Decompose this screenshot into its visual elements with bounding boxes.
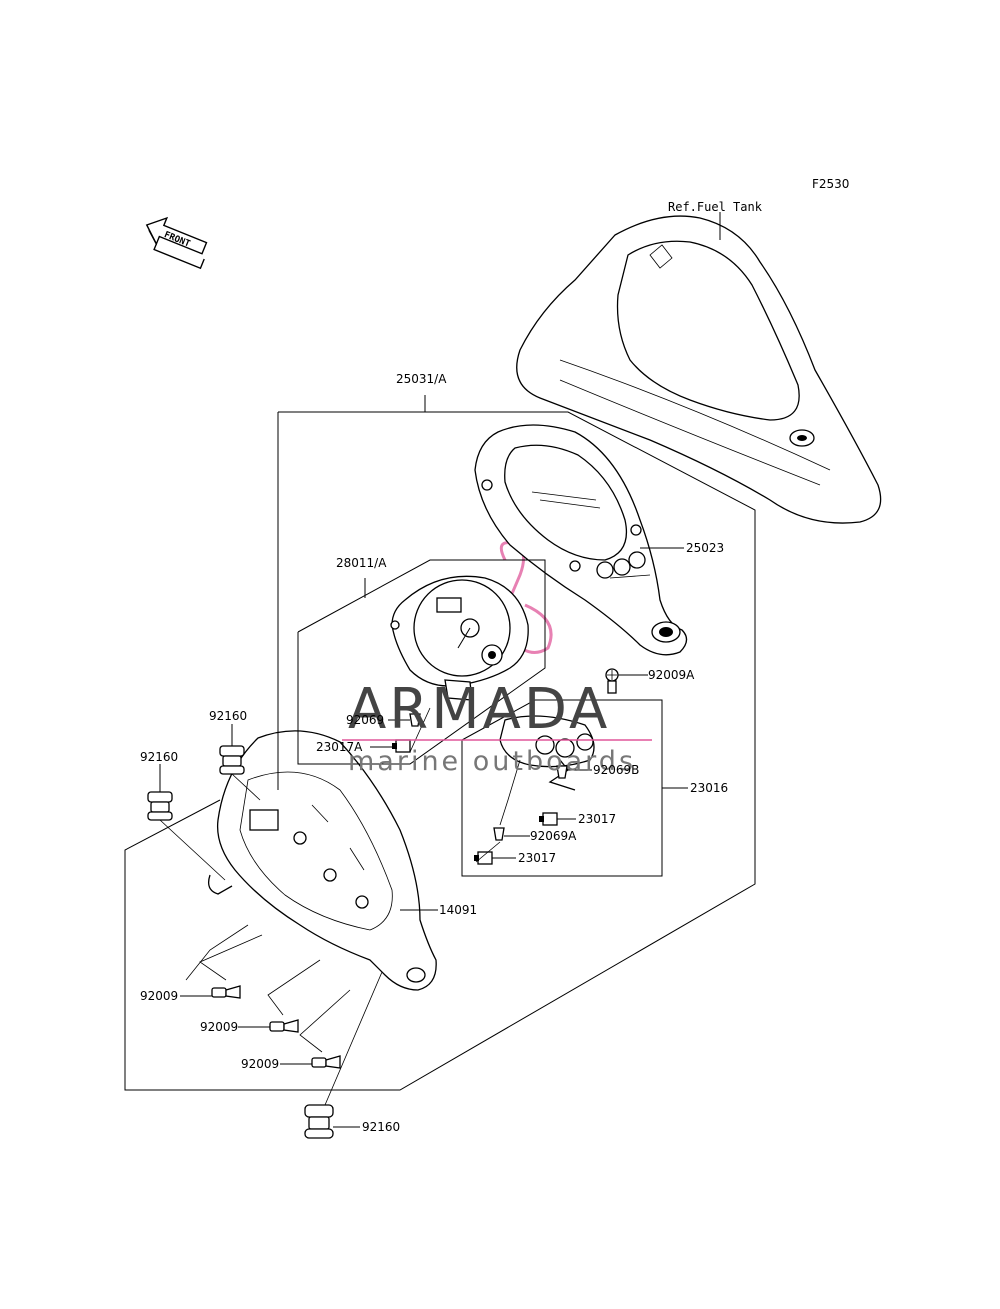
group-frame-25031a bbox=[124, 411, 756, 1091]
bulb-92069a bbox=[493, 827, 505, 841]
part-label-28011a[interactable]: 28011/A bbox=[336, 556, 387, 570]
socket-23017-lower bbox=[474, 851, 493, 865]
meter-cover-25023 bbox=[474, 424, 688, 656]
part-label-92069[interactable]: 92069 bbox=[346, 713, 384, 727]
watermark-title: ARMADA bbox=[348, 677, 610, 742]
assembly-lines bbox=[159, 707, 501, 1106]
part-label-23016[interactable]: 23016 bbox=[690, 781, 728, 795]
part-label-92009-middle[interactable]: 92009 bbox=[200, 1020, 238, 1034]
part-label-23017a[interactable]: 23017A bbox=[316, 740, 363, 754]
part-label-92160-bottom[interactable]: 92160 bbox=[362, 1120, 400, 1134]
meter-assembly-28011a bbox=[390, 575, 529, 701]
screw-92009-left bbox=[211, 985, 241, 999]
part-label-92009-left[interactable]: 92009 bbox=[140, 989, 178, 1003]
part-label-92069b[interactable]: 92069B bbox=[593, 763, 639, 777]
part-label-92009-right[interactable]: 92009 bbox=[241, 1057, 279, 1071]
fuel-tank-cover bbox=[516, 215, 882, 524]
screw-92009a bbox=[605, 668, 619, 694]
part-label-23017-lower[interactable]: 23017 bbox=[518, 851, 556, 865]
part-label-14091[interactable]: 14091 bbox=[439, 903, 477, 917]
screw-92009-right bbox=[311, 1055, 341, 1069]
bulb-92069 bbox=[409, 713, 421, 727]
diagram-code: F2530 bbox=[812, 177, 849, 191]
socket-23017a bbox=[392, 739, 411, 753]
part-label-92069a[interactable]: 92069A bbox=[530, 829, 577, 843]
socket-23017-upper bbox=[539, 812, 558, 826]
part-label-25023[interactable]: 25023 bbox=[686, 541, 724, 555]
ref-fuel-tank-label: Ref.Fuel Tank bbox=[668, 200, 763, 214]
screw-92009-middle bbox=[269, 1019, 299, 1033]
group-frame-28011a bbox=[297, 559, 546, 765]
part-label-25031a[interactable]: 25031/A bbox=[396, 372, 447, 386]
grommet-92160-left bbox=[147, 791, 173, 821]
part-label-23017-upper[interactable]: 23017 bbox=[578, 812, 616, 826]
part-label-92160-left[interactable]: 92160 bbox=[140, 750, 178, 764]
meter-case-14091 bbox=[207, 730, 437, 991]
front-direction-arrow-icon: FRONT bbox=[145, 216, 208, 270]
watermark-subtitle: marine outboards bbox=[348, 746, 636, 777]
grommet-92160-top bbox=[219, 745, 245, 775]
grommet-92160-bottom bbox=[304, 1104, 334, 1139]
part-label-92009a[interactable]: 92009A bbox=[648, 668, 695, 682]
bulb-92069b bbox=[556, 765, 568, 779]
part-label-92160-top[interactable]: 92160 bbox=[209, 709, 247, 723]
